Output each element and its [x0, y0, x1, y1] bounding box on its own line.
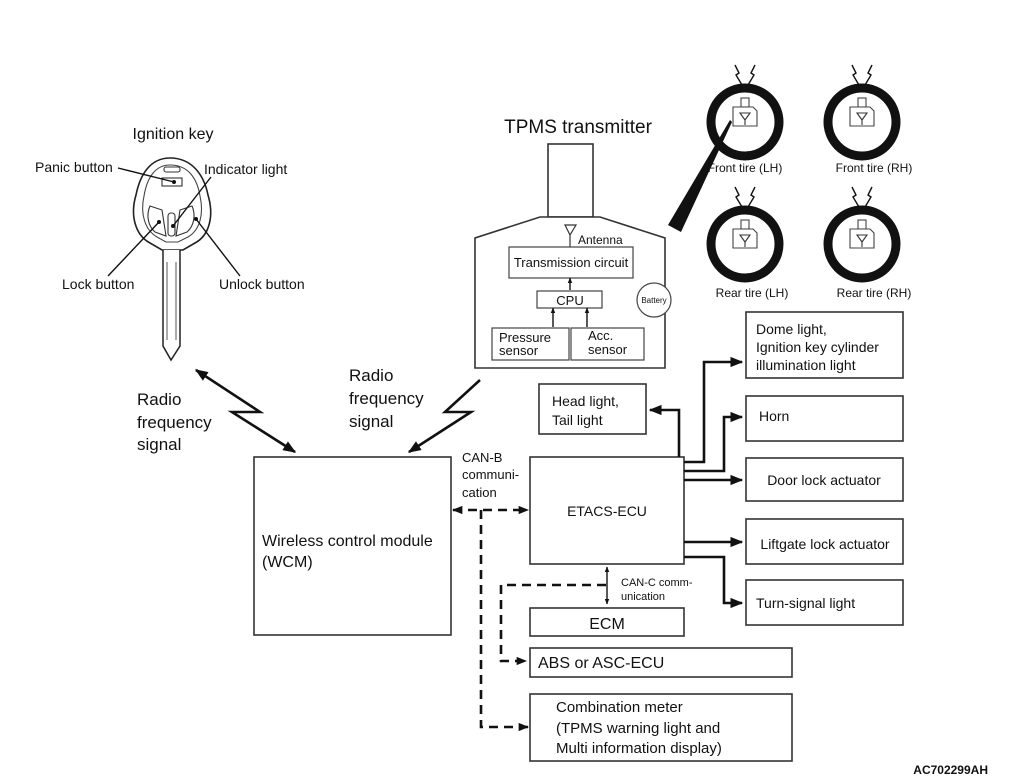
- svg-text:communi-: communi-: [462, 467, 519, 482]
- combination-meter-label: (TPMS warning light and: [556, 720, 720, 737]
- lock-button-label: Lock button: [62, 276, 134, 292]
- abs-asc-ecu-block: [529, 647, 793, 678]
- tire-rear-lh-icon: [711, 186, 779, 278]
- door-lock-actuator-block: [745, 457, 904, 502]
- ignition-key-icon: [107, 157, 241, 362]
- tire-front-lh-icon: [711, 64, 779, 156]
- battery-label: Battery: [641, 296, 666, 305]
- liftgate-lock-actuator-label: Liftgate lock actuator: [760, 536, 890, 552]
- svg-text:unication: unication: [621, 591, 665, 603]
- turn-signal-connection: [684, 555, 744, 609]
- tire-label: Rear tire (LH): [716, 286, 789, 300]
- antenna-icon: [564, 224, 578, 247]
- dome-light-block: [745, 311, 904, 379]
- tire-rear-rh-icon: [828, 186, 896, 278]
- ecm-block: [529, 607, 685, 637]
- panic-button-label: Panic button: [35, 159, 113, 175]
- wcm-label-1: Wireless control module: [262, 533, 433, 550]
- pressure-sensor-label-2: sensor: [499, 343, 539, 358]
- svg-text:Radio: Radio: [349, 366, 393, 385]
- svg-text:CAN-C comm-: CAN-C comm-: [621, 577, 693, 589]
- horn-block: [745, 395, 904, 442]
- acc-sensor-label-2: sensor: [588, 342, 628, 357]
- tpms-transmitter-title: TPMS transmitter: [504, 117, 652, 138]
- svg-text:frequency: frequency: [137, 413, 212, 432]
- etacs-ecu-block: [529, 456, 685, 565]
- antenna-label: Antenna: [578, 233, 623, 247]
- wcm-block: [253, 456, 452, 636]
- acc-sensor-label-1: Acc.: [588, 328, 613, 343]
- pressure-sensor-label-1: Pressure: [499, 330, 551, 345]
- svg-text:cation: cation: [462, 485, 497, 500]
- can-c-label: CAN-C comm- unication: [621, 577, 693, 603]
- head-light-label: Tail light: [552, 412, 603, 428]
- turn-signal-light-label: Turn-signal light: [756, 595, 855, 611]
- rf-signal-key-arrow: [194, 368, 297, 454]
- rf-signal-left-label: Radio frequency signal: [137, 390, 212, 454]
- horn-label: Horn: [759, 408, 789, 424]
- combination-meter-bus-line: [479, 510, 530, 732]
- ecm-label: ECM: [589, 616, 625, 633]
- indicator-light-label: Indicator light: [204, 161, 287, 177]
- horn-connection: [684, 411, 744, 473]
- dome-light-label: Ignition key cylinder: [756, 339, 879, 355]
- figure-id: AC702299AH: [913, 763, 988, 777]
- head-light-connection: [648, 404, 681, 457]
- ignition-key-title: Ignition key: [133, 126, 214, 143]
- liftgate-lock-actuator-block: [745, 518, 904, 565]
- head-light-label: Head light,: [552, 393, 619, 409]
- dome-light-label: Dome light,: [756, 321, 827, 337]
- combination-meter-label: Combination meter: [556, 699, 683, 716]
- cpu-label: CPU: [556, 293, 583, 308]
- tire-front-rh-icon: [828, 64, 896, 156]
- rf-signal-right-label: Radio frequency signal: [349, 366, 424, 431]
- combination-meter-block: [529, 693, 793, 762]
- tire-label: Front tire (RH): [836, 161, 913, 175]
- dome-light-label: illumination light: [756, 357, 856, 373]
- unlock-button-label: Unlock button: [219, 276, 305, 292]
- etacs-ecu-label: ETACS-ECU: [567, 503, 647, 519]
- head-light-block: [538, 383, 647, 435]
- combination-meter-label: Multi information display): [556, 740, 722, 757]
- svg-text:signal: signal: [137, 435, 181, 454]
- svg-text:signal: signal: [349, 412, 393, 431]
- svg-text:CAN-B: CAN-B: [462, 450, 502, 465]
- tpms-transmitter-block: [474, 143, 672, 369]
- svg-text:frequency: frequency: [349, 389, 424, 408]
- tire-label: Rear tire (RH): [837, 286, 912, 300]
- abs-asc-ecu-label: ABS or ASC-ECU: [538, 655, 664, 672]
- door-lock-actuator-label: Door lock actuator: [767, 472, 881, 488]
- callout-wedge: [668, 120, 732, 232]
- transmission-circuit-label: Transmission circuit: [514, 255, 629, 270]
- svg-text:Radio: Radio: [137, 390, 181, 409]
- can-b-label: CAN-B communi- cation: [462, 450, 519, 500]
- turn-signal-light-block: [745, 579, 904, 626]
- can-c-bus-line: [499, 583, 606, 666]
- dome-light-connection: [684, 356, 744, 464]
- tire-label: Front tire (LH): [708, 161, 783, 175]
- wcm-label-2: (WCM): [262, 554, 313, 571]
- battery-icon: [636, 282, 672, 318]
- rf-signal-tpms-arrow: [407, 379, 481, 454]
